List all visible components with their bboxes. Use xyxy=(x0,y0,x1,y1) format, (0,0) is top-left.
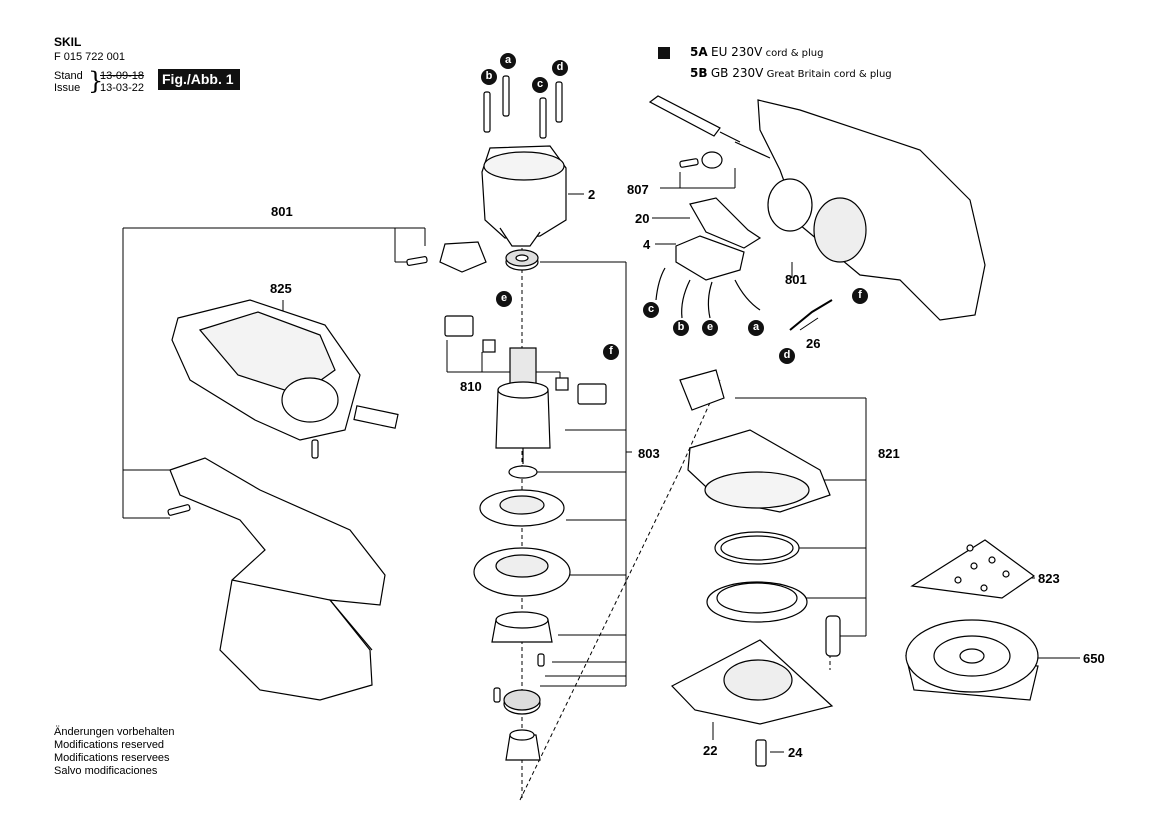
switch-assembly xyxy=(655,197,762,319)
bearing-top xyxy=(505,249,539,271)
armature xyxy=(495,347,551,479)
part-label-22: 22 xyxy=(703,743,718,758)
legend-code: 5B xyxy=(690,66,708,80)
wire-marker-d: d xyxy=(552,60,568,76)
legend-marker-icon xyxy=(658,47,670,59)
part-label-810: 810 xyxy=(460,379,482,394)
callout-821-bracket xyxy=(735,397,867,637)
legend-voltage: GB 230V xyxy=(710,66,764,80)
issue-date: 13-03-22 xyxy=(100,82,145,94)
wire-26 xyxy=(789,299,833,331)
note-fr: Modifications reservees xyxy=(54,752,170,764)
wire-marker-c2: c xyxy=(643,302,659,318)
wire-marker-f: f xyxy=(603,344,619,360)
callout-807-bracket xyxy=(660,168,736,189)
legend-desc: Great Britain cord & plug xyxy=(766,69,892,80)
figure-label: Fig./Abb. 1 xyxy=(158,69,240,90)
wire-marker-f2: f xyxy=(852,288,868,304)
fan-assembly xyxy=(473,489,571,643)
wire-marker-e: e xyxy=(496,291,512,307)
part-label-823: 823 xyxy=(1038,571,1060,586)
issue-label: Issue xyxy=(54,82,81,94)
screws xyxy=(167,158,767,767)
sanding-sheet-823 xyxy=(910,539,1036,599)
wire-marker-d2: d xyxy=(779,348,795,364)
part-label-801b: 801 xyxy=(785,272,807,287)
legend-desc: cord & plug xyxy=(765,48,824,59)
sanding-base-parts xyxy=(671,369,841,725)
part-label-803: 803 xyxy=(638,446,660,461)
part-number: F 015 722 001 xyxy=(54,51,125,63)
legend-row-5a: 5A EU 230V cord & plug xyxy=(690,45,824,59)
note-es: Salvo modificaciones xyxy=(54,765,158,777)
wire-marker-c: c xyxy=(532,77,548,93)
stand-date: 13-09-18 xyxy=(100,70,145,82)
callout-26-line xyxy=(799,317,819,331)
brace: } xyxy=(88,67,104,95)
wire-marker-b: b xyxy=(481,69,497,85)
part-label-825: 825 xyxy=(270,281,292,296)
part-label-650: 650 xyxy=(1083,651,1105,666)
callout-803-bracket xyxy=(527,261,632,687)
wire-marker-a2: a xyxy=(748,320,764,336)
wire-marker-a: a xyxy=(500,53,516,69)
brush-holders xyxy=(444,315,607,405)
stand-label: Stand xyxy=(54,70,83,82)
wire-marker-b2: b xyxy=(673,320,689,336)
housing-shell-825 xyxy=(171,299,399,441)
round-pad-650 xyxy=(905,619,1039,701)
part-label-821: 821 xyxy=(878,446,900,461)
motor-housing-part-2 xyxy=(481,145,567,247)
handle-housing-left xyxy=(169,457,386,701)
part-label-20: 20 xyxy=(635,211,650,226)
lower-bearing xyxy=(503,689,541,761)
wire-marker-e2: e xyxy=(702,320,718,336)
modification-notes: Änderungen vorbehalten Modifications res… xyxy=(54,726,174,778)
part-label-807: 807 xyxy=(627,182,649,197)
legend-code: 5A xyxy=(690,45,708,59)
cord-clamp xyxy=(439,241,487,273)
note-en: Modifications reserved xyxy=(54,739,165,751)
part-label-801: 801 xyxy=(271,204,293,219)
part-label-4: 4 xyxy=(643,237,651,252)
power-cord xyxy=(648,95,771,169)
terminal-leads xyxy=(483,75,563,139)
part-label-2: 2 xyxy=(588,187,596,202)
handle-housing-right xyxy=(757,99,986,321)
part-label-24: 24 xyxy=(788,745,803,760)
note-de: Änderungen vorbehalten xyxy=(54,726,175,738)
part-label-26: 26 xyxy=(806,336,821,351)
callout-801-bracket xyxy=(122,227,426,519)
legend-row-5b: 5B GB 230V Great Britain cord & plug xyxy=(690,66,892,80)
brand-name: SKIL xyxy=(54,35,82,49)
legend-voltage: EU 230V xyxy=(710,45,763,59)
